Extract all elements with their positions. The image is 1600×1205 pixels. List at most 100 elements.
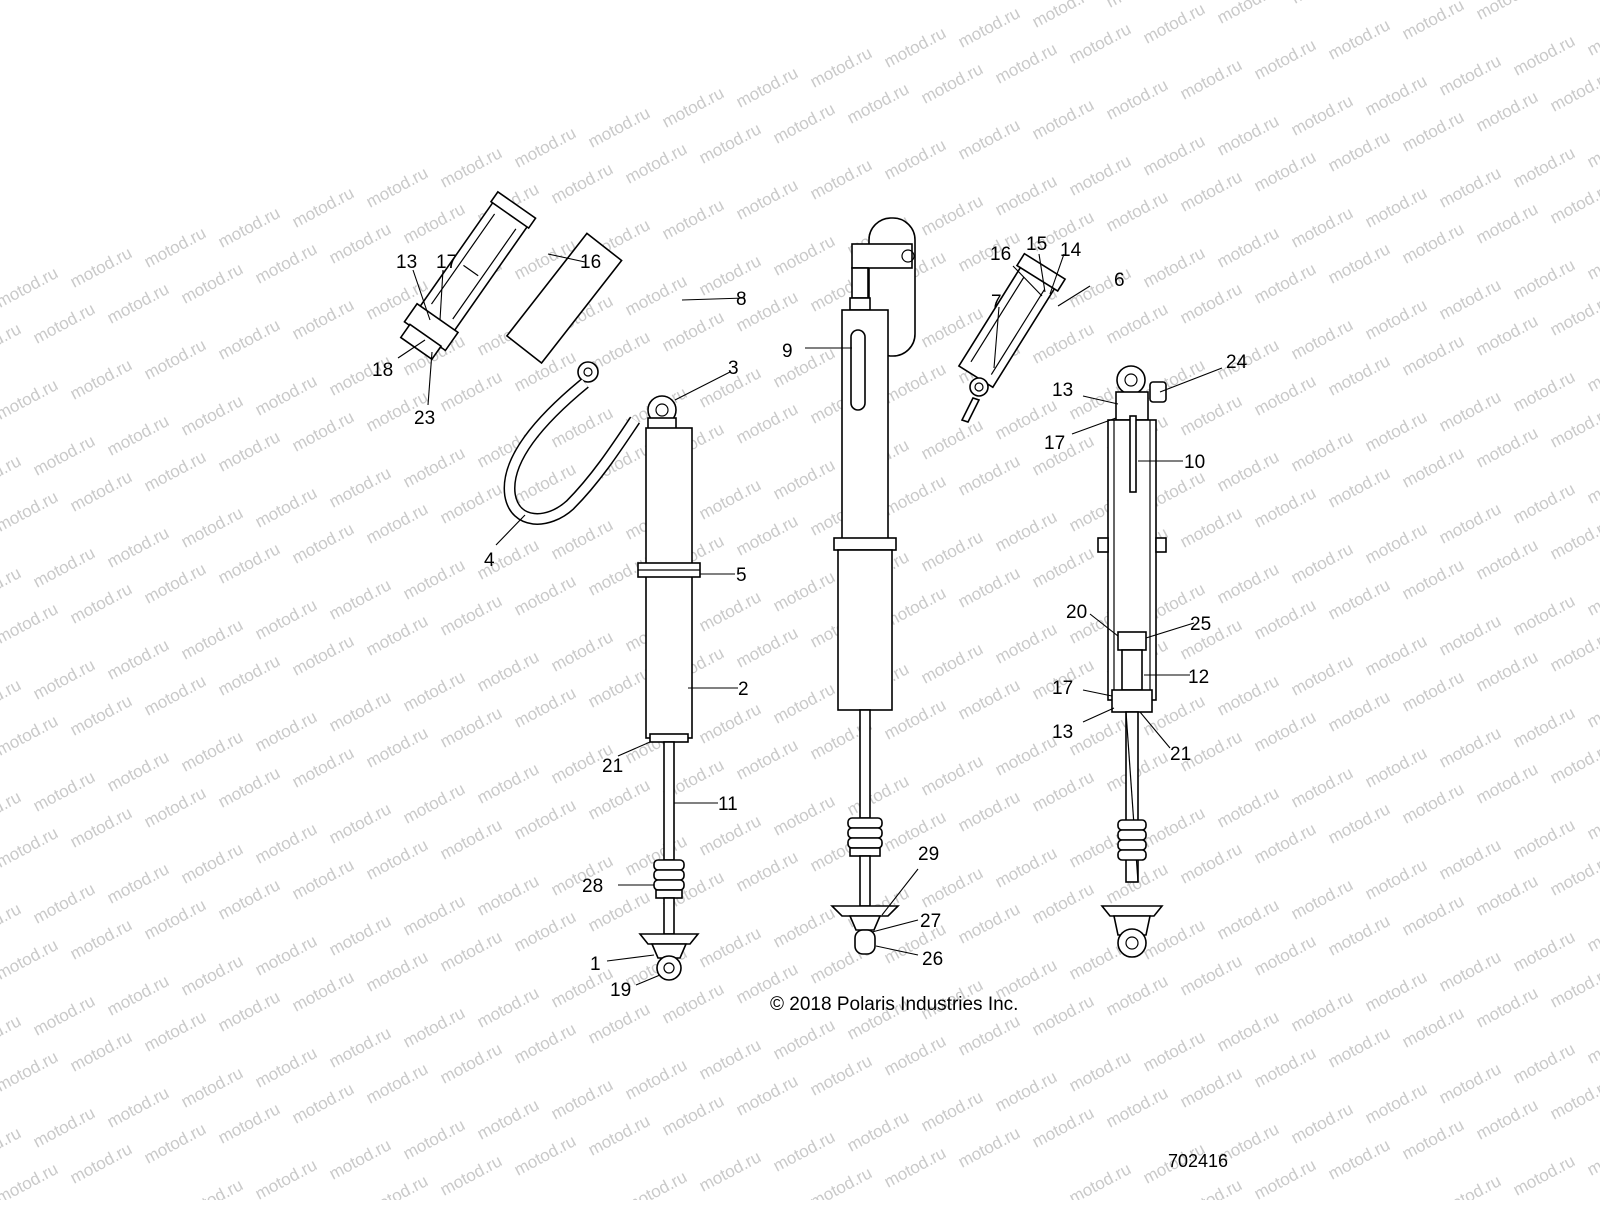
watermark-text: motod.ru — [1140, 131, 1208, 179]
watermark-text: motod.ru — [622, 1167, 690, 1200]
watermark-text: motod.ru — [918, 751, 986, 799]
watermark-text: motod.ru — [0, 1123, 24, 1171]
watermark-text: motod.ru — [1473, 423, 1541, 471]
watermark-text: motod.ru — [67, 1027, 135, 1075]
watermark-text: motod.ru — [1362, 183, 1430, 231]
watermark-text: motod.ru — [104, 859, 172, 907]
watermark-text: motod.ru — [178, 839, 246, 887]
watermark-text: motod.ru — [0, 675, 24, 723]
watermark-text: motod.ru — [1436, 947, 1504, 995]
watermark-text: motod.ru — [1177, 1063, 1245, 1111]
watermark-text: motod.ru — [548, 1075, 616, 1123]
watermark-text: motod.ru — [67, 803, 135, 851]
watermark-text: motod.ru — [1325, 127, 1393, 175]
watermark-text: motod.ru — [585, 103, 653, 151]
callout-7: 7 — [991, 292, 1002, 313]
watermark-text: motod.ru — [844, 771, 912, 819]
watermark-text: motod.ru — [363, 835, 431, 883]
watermark-text: motod.ru — [1399, 555, 1467, 603]
watermark-text: motod.ru — [215, 651, 283, 699]
watermark-text: motod.ru — [1584, 795, 1600, 843]
watermark-text: motod.ru — [326, 1135, 394, 1183]
watermark-text: motod.ru — [1436, 387, 1504, 435]
callout-13-b: 13 — [1052, 380, 1073, 401]
watermark-text: motod.ru — [511, 1131, 579, 1179]
watermark-text: motod.ru — [1547, 67, 1600, 115]
watermark-text: motod.ru — [992, 619, 1060, 667]
watermark-text: motod.ru — [1325, 1023, 1393, 1071]
watermark-text: motod.ru — [1547, 739, 1600, 787]
watermark-text: motod.ru — [844, 79, 912, 127]
watermark-text: motod.ru — [1103, 187, 1171, 235]
watermark-text: motod.ru — [1214, 783, 1282, 831]
watermark-text: motod.ru — [30, 991, 98, 1039]
watermark-text: motod.ru — [881, 359, 949, 407]
watermark-text: motod.ru — [1547, 1075, 1600, 1123]
watermark-text: motod.ru — [1288, 875, 1356, 923]
watermark-text: motod.ru — [363, 499, 431, 547]
watermark-text: motod.ru — [548, 963, 616, 1011]
watermark-text: motod.ru — [622, 139, 690, 187]
watermark-text: motod.ru — [215, 1099, 283, 1147]
watermark-text: motod.ru — [1584, 11, 1600, 59]
watermark-text: motod.ru — [1399, 1003, 1467, 1051]
watermark-text: motod.ru — [1399, 891, 1467, 939]
watermark-text: motod.ru — [1251, 147, 1319, 195]
watermark-text: motod.ru — [1510, 31, 1578, 79]
watermark-text: motod.ru — [1362, 407, 1430, 455]
watermark-text: motod.ru — [1325, 799, 1393, 847]
watermark-text: motod.ru — [622, 271, 690, 319]
watermark-text: motod.ru — [67, 355, 135, 403]
watermark-text: motod.ru — [1325, 1135, 1393, 1183]
watermark-text: motod.ru — [215, 427, 283, 475]
watermark-text: motod.ru — [1510, 143, 1578, 191]
watermark-text: motod.ru — [474, 759, 542, 807]
watermark-text: motod.ru — [30, 543, 98, 591]
watermark-text: motod.ru — [363, 947, 431, 995]
watermark-text: motod.ru — [1473, 759, 1541, 807]
watermark-text: motod.ru — [1214, 335, 1282, 383]
watermark-text: motod.ru — [1177, 55, 1245, 103]
watermark-text: motod.ru — [511, 907, 579, 955]
watermark-text: motod.ru — [1066, 1159, 1134, 1200]
watermark-text: motod.ru — [437, 591, 505, 639]
watermark-text: motod.ru — [178, 727, 246, 775]
watermark-text: motod.ru — [1251, 35, 1319, 83]
callout-17-a: 17 — [436, 252, 457, 273]
watermark-text: motod.ru — [1510, 367, 1578, 415]
watermark-text: motod.ru — [1436, 1059, 1504, 1107]
callout-14: 14 — [1060, 240, 1082, 261]
leader-lines — [397, 253, 1223, 986]
watermark-text: motod.ru — [252, 931, 320, 979]
watermark-text: motod.ru — [548, 627, 616, 675]
watermark-text: motod.ru — [1177, 839, 1245, 887]
watermark-text: motod.ru — [659, 307, 727, 355]
watermark-text: motod.ru — [992, 507, 1060, 555]
watermark-text: motod.ru — [1547, 963, 1600, 1011]
watermark-text: motod.ru — [1510, 815, 1578, 863]
watermark-text: motod.ru — [289, 519, 357, 567]
watermark-text: motod.ru — [0, 451, 24, 499]
watermark-text: motod.ru — [1325, 15, 1393, 63]
watermark-text: motod.ru — [511, 683, 579, 731]
callout-9: 9 — [782, 341, 793, 362]
watermark-text: motod.ru — [696, 251, 764, 299]
watermark-text: motod.ru — [252, 819, 320, 867]
watermark-text: motod.ru — [1436, 723, 1504, 771]
watermark-text: motod.ru — [1214, 559, 1282, 607]
watermark-text: motod.ru — [141, 1119, 209, 1167]
watermark-text: motod.ru — [622, 1055, 690, 1103]
watermark-text: motod.ru — [141, 671, 209, 719]
watermark-text: motod.ru — [326, 575, 394, 623]
watermark-text: motod.ru — [992, 843, 1060, 891]
watermark-text: motod.ru — [807, 155, 875, 203]
watermark-text: motod.ru — [1029, 543, 1097, 591]
watermark-text: motod.ru — [289, 631, 357, 679]
watermark-text: motod.ru — [437, 367, 505, 415]
watermark-text: motod.ru — [1362, 743, 1430, 791]
watermark-text: motod.ru — [696, 699, 764, 747]
watermark-text: motod.ru — [141, 559, 209, 607]
watermark-text: motod.ru — [104, 411, 172, 459]
watermark-text: motod.ru — [1251, 1155, 1319, 1200]
callout-2: 2 — [738, 679, 749, 700]
